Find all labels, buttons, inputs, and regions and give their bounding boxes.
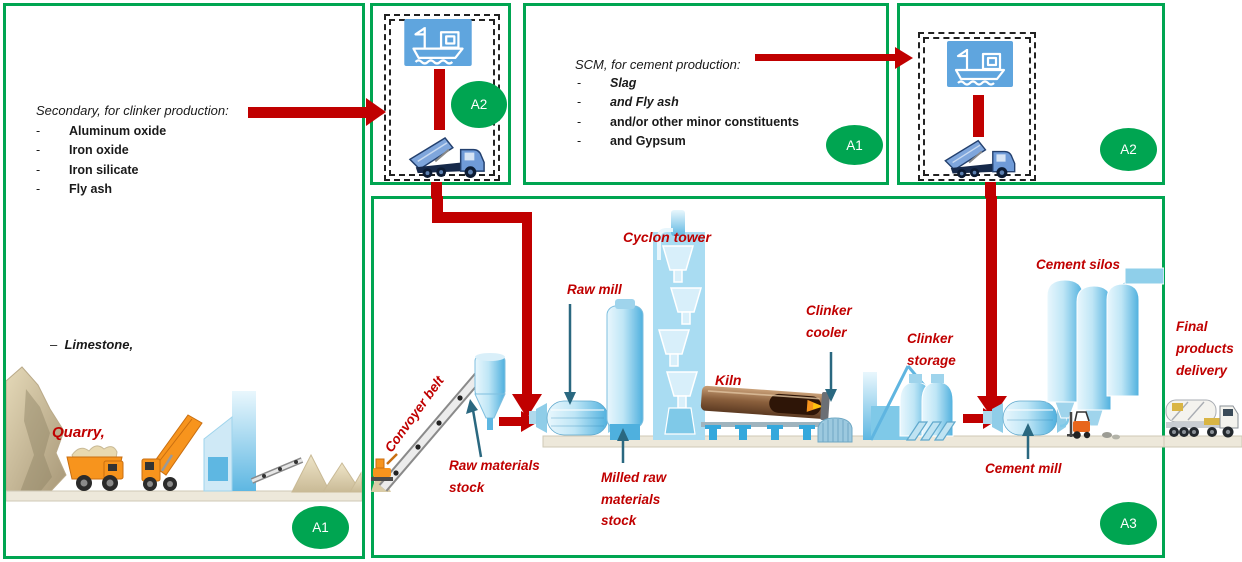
list-item: -Iron oxide: [36, 143, 129, 158]
clinker-storage-group: [863, 365, 957, 441]
delivery-ground: [1164, 435, 1242, 448]
arrow-secondary-to-import: [248, 107, 367, 118]
tanker-truck-icon: [1165, 399, 1239, 438]
raw-mill-label: Raw mill: [567, 282, 622, 297]
clinker-rocks: [1112, 434, 1120, 440]
plant-scene: [371, 196, 1164, 492]
badge-a2-import-secondary: A2: [451, 81, 507, 128]
cement-mill-label: Cement mill: [985, 461, 1062, 476]
dump-truck-icon: [141, 414, 203, 491]
import-flow-bar: [434, 69, 445, 130]
panel-import-scm: A2: [897, 3, 1165, 185]
final-products-delivery-label: Final products delivery: [1176, 319, 1234, 378]
cyclone-tower: [653, 210, 705, 440]
clinker-cooler-label: Clinker cooler: [806, 303, 852, 340]
quarry-scene: [6, 366, 362, 502]
crusher: [203, 391, 256, 492]
limestone-label: – Limestone,: [50, 337, 134, 352]
haul-truck-icon: [66, 445, 124, 491]
quarry-ground: [6, 490, 362, 502]
list-item: -and Fly ash: [577, 95, 679, 110]
raw-materials-stock-label: Raw materials stock: [449, 458, 540, 495]
raw-materials-stock-hopper: [474, 353, 506, 430]
arrow-scm-to-import-head: [895, 47, 913, 69]
quarry-cliff-shadow: [20, 389, 52, 492]
panel-quarry: Secondary, for clinker production: -Alum…: [3, 3, 365, 559]
forklift-icon: [1067, 411, 1091, 439]
badge-a1-quarry: A1: [292, 506, 349, 549]
arrow-secondary-to-import-head: [366, 98, 386, 126]
loader-excavator: [371, 453, 398, 481]
clinker-storage-label: Clinker storage: [907, 331, 956, 368]
list-item: -and Gypsum: [577, 133, 686, 148]
badge-a2-import-scm: A2: [1100, 128, 1157, 171]
kiln-machine: [700, 385, 830, 440]
badge-a3-plant: A3: [1100, 502, 1157, 545]
panel-import-secondary: A2: [370, 3, 511, 185]
flow-arrow-scm-to-cementmill: [977, 196, 1007, 418]
arrow-scm-to-import: [755, 54, 896, 61]
kiln-label: Kiln: [715, 372, 742, 388]
badge-a1-scm: A1: [826, 125, 883, 165]
delivery-scene: [1164, 399, 1242, 448]
clinker-rocks: [1102, 432, 1112, 438]
dump-truck-icon: [944, 139, 1016, 179]
secondary-list: -Aluminum oxide -Iron oxide -Iron silica…: [36, 122, 336, 199]
scm-title: SCM, for cement production:: [575, 57, 741, 72]
scm-list: -Slag -and Fly ash -and/or other minor c…: [577, 74, 887, 151]
stockpiles: [291, 453, 362, 493]
clinker-cooler-machine: [817, 417, 853, 443]
import-to-plant-stub: [431, 182, 442, 198]
list-item: -and/or other minor constituents: [577, 114, 799, 129]
cement-silos-group: [1046, 267, 1164, 428]
plant-ground: [542, 435, 1164, 448]
list-item: -Slag: [577, 76, 637, 90]
import-to-plant-stub: [985, 182, 996, 198]
cyclon-tower-label: Cyclon tower: [623, 229, 711, 245]
quarry-label: Quarry,: [52, 424, 105, 441]
quarry-conveyor: [250, 457, 304, 484]
ship-icon: [404, 19, 472, 66]
list-item: -Iron silicate: [36, 162, 139, 177]
milled-raw-materials-stock-label: Milled raw materials stock: [601, 470, 667, 528]
panel-plant: A3: [371, 196, 1165, 558]
dump-truck-icon: [408, 136, 485, 178]
ship-icon: [947, 41, 1013, 87]
secondary-title: Secondary, for clinker production:: [36, 103, 229, 118]
milled-raw-materials-silo: [606, 299, 644, 440]
import-flow-bar: [973, 95, 984, 137]
list-item: -Fly ash: [36, 181, 113, 196]
list-item: -Aluminum oxide: [36, 124, 167, 138]
pointer-arrows: [466, 304, 1034, 463]
cement-silos-label: Cement silos: [1036, 257, 1121, 272]
panel-scm: SCM, for cement production: -Slag -and F…: [523, 3, 889, 185]
